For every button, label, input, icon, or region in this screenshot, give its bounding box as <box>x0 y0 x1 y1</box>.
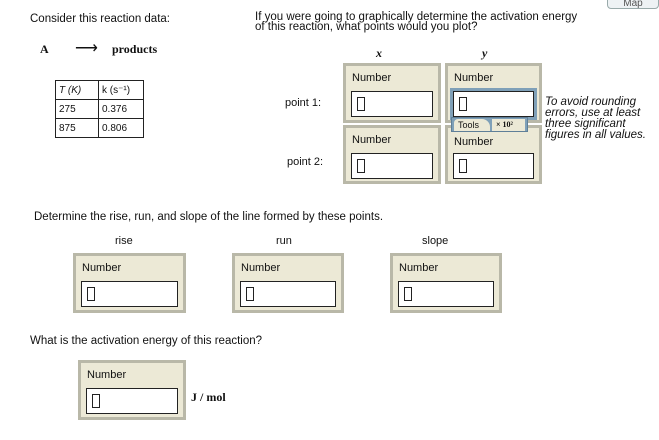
point1-x-input[interactable] <box>351 91 433 117</box>
cell: 0.376 <box>98 99 144 119</box>
number-label: Number <box>87 369 127 381</box>
cursor <box>92 394 100 408</box>
x-axis-label: x <box>376 46 382 60</box>
run-input[interactable] <box>240 281 336 307</box>
point2-y-input[interactable] <box>453 153 534 179</box>
rise-box: Number <box>73 253 186 313</box>
cursor <box>459 159 467 173</box>
number-label: Number <box>399 262 439 274</box>
cell: 875 <box>55 118 99 138</box>
point1-x-box: Number <box>343 63 441 123</box>
reactant: A <box>40 42 49 56</box>
point1-y-box: Number <box>445 63 542 123</box>
rise-input[interactable] <box>81 281 178 307</box>
number-label: Number <box>241 262 281 274</box>
cursor <box>87 287 95 301</box>
slope-box: Number <box>390 253 502 313</box>
slope-question: Determine the rise, run, and slope of th… <box>34 211 384 223</box>
cursor <box>357 159 365 173</box>
number-label: Number <box>352 134 392 146</box>
cursor <box>246 287 254 301</box>
point1-y-input[interactable] <box>450 88 537 120</box>
energy-unit: J / mol <box>191 390 226 404</box>
cursor <box>404 287 412 301</box>
rounding-note: To avoid rounding errors, use at least t… <box>545 96 646 141</box>
cell: 275 <box>55 99 99 119</box>
y-axis-label: y <box>482 46 488 60</box>
point2-y-box: Number <box>445 125 542 184</box>
number-label: Number <box>454 72 494 84</box>
slope-input[interactable] <box>398 281 494 307</box>
header-k: k (s⁻¹) <box>98 80 144 100</box>
cursor <box>459 97 467 111</box>
point2-x-input[interactable] <box>351 153 433 179</box>
number-label: Number <box>82 262 122 274</box>
run-label: run <box>276 235 292 247</box>
point-2-label: point 2: <box>287 156 324 168</box>
tools-tab[interactable]: Tools <box>454 119 490 131</box>
energy-input[interactable] <box>86 388 178 414</box>
cell: 0.806 <box>98 118 144 138</box>
map-button[interactable]: Map <box>607 0 659 9</box>
point2-x-box: Number <box>343 125 441 184</box>
point-1-label: point 1: <box>285 97 322 109</box>
cursor <box>357 97 365 111</box>
rise-label: rise <box>115 235 133 247</box>
tools-popup: Tools × 10² <box>451 117 528 132</box>
number-label: Number <box>454 136 494 148</box>
slope-label: slope <box>422 235 449 247</box>
question-text: If you were going to graphically determi… <box>255 11 578 33</box>
number-label: Number <box>352 72 392 84</box>
energy-question: What is the activation energy of this re… <box>30 335 263 347</box>
header-t: T (K) <box>59 84 82 96</box>
intro-text: Consider this reaction data: <box>30 13 170 25</box>
energy-box: Number <box>78 360 186 420</box>
reaction-arrow: ⟶ <box>75 40 98 57</box>
product: products <box>112 42 158 56</box>
times-ten-power-button[interactable]: × 10² <box>492 119 525 131</box>
run-box: Number <box>232 253 344 313</box>
